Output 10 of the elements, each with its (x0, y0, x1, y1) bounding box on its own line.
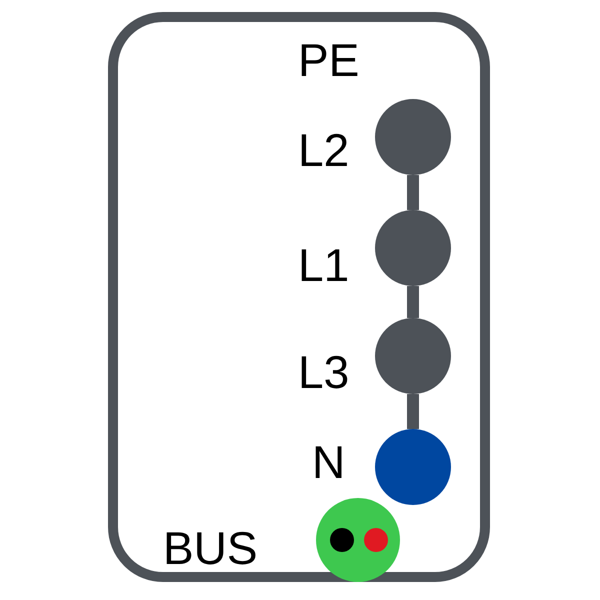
pin-label: BUS (163, 525, 258, 571)
connecting-line (407, 175, 419, 210)
pin-label: PE (298, 37, 360, 83)
housing-outline (108, 12, 490, 582)
connecting-line (407, 286, 419, 318)
pin-label: N (312, 439, 346, 485)
pin-label: L2 (298, 127, 350, 173)
connecting-line (407, 394, 419, 429)
pin-label: L3 (298, 349, 350, 395)
pin-label: L1 (298, 242, 350, 288)
